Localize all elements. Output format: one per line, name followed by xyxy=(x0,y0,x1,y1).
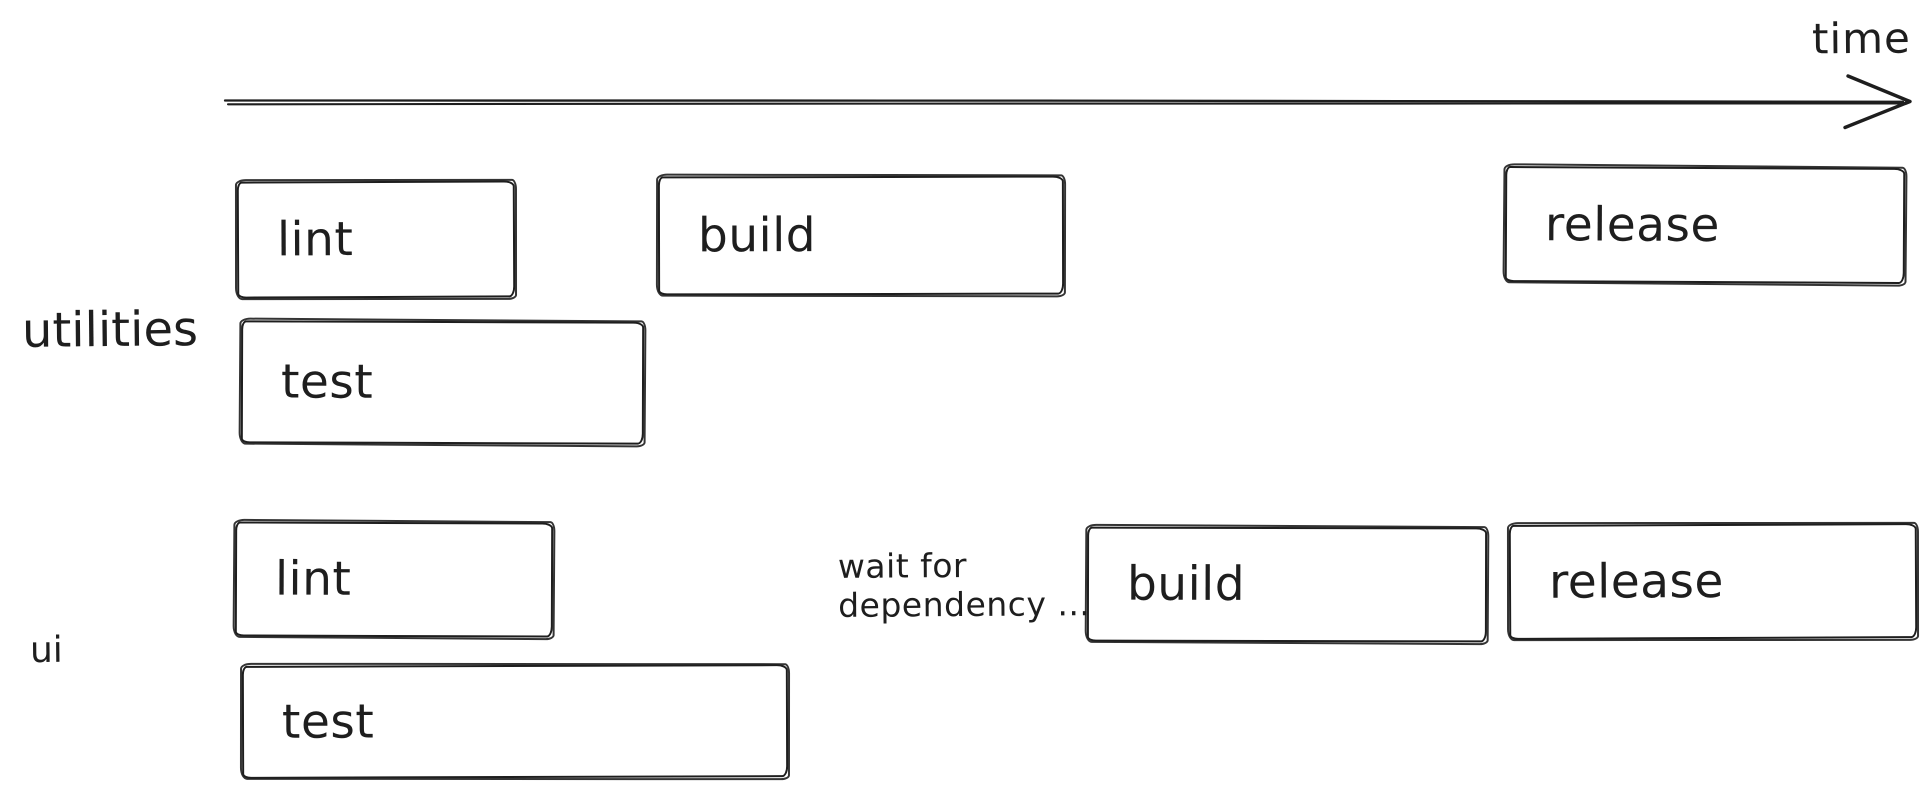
task-label: release xyxy=(1544,196,1721,253)
task-utilities-build: build xyxy=(657,175,1065,296)
task-label: build xyxy=(697,208,817,264)
task-ui-test: test xyxy=(241,664,789,779)
task-label: lint xyxy=(274,551,352,607)
task-ui-release: release xyxy=(1508,523,1918,640)
task-label: release xyxy=(1548,553,1725,610)
axis-line-doubled xyxy=(226,102,1905,106)
task-utilities-lint: lint xyxy=(236,180,516,299)
lane-label-ui: ui xyxy=(29,629,64,672)
task-utilities-test: test xyxy=(240,320,645,445)
task-ui-lint: lint xyxy=(234,521,554,638)
annotation-line: wait for xyxy=(837,545,968,586)
task-label: lint xyxy=(276,212,354,268)
time-axis-label: time xyxy=(1811,13,1912,64)
annotation-line: dependency ... xyxy=(838,584,1091,625)
task-ui-build: build xyxy=(1086,526,1488,643)
arrowhead-icon xyxy=(1843,74,1912,130)
task-label: build xyxy=(1126,556,1246,612)
lane-label-utilities: utilities xyxy=(21,301,199,359)
task-label: test xyxy=(281,694,375,750)
axis-line xyxy=(223,99,1905,103)
task-utilities-release: release xyxy=(1504,166,1906,284)
task-label: test xyxy=(280,354,374,410)
